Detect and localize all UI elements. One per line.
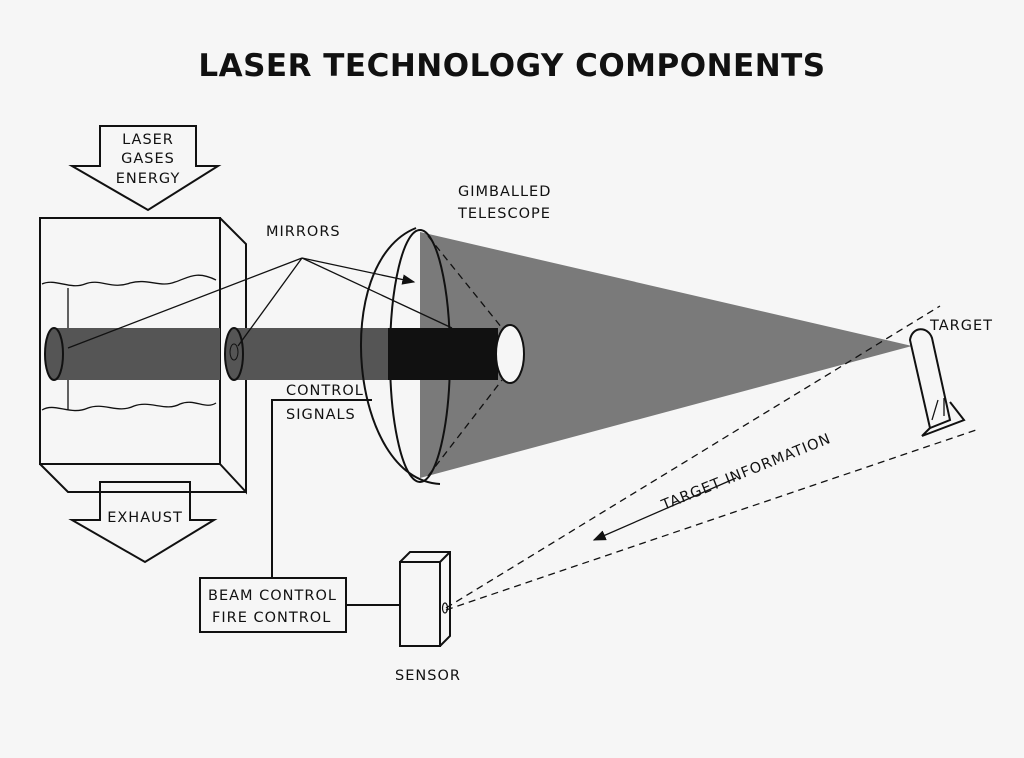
control-signals: CONTROL SIGNALS [271,383,372,578]
gimballed-telescope [360,227,525,485]
fire-control-label: FIRE CONTROL [212,610,331,626]
input-arrow-label-3: ENERGY [116,171,181,187]
telescope-beam-cone [420,232,912,478]
target-missile: TARGET [908,318,993,437]
exhaust-label: EXHAUST [107,510,183,526]
telescope-label-1: GIMBALLED [458,184,551,200]
telescope-label-2: TELESCOPE [457,206,551,222]
sensor-box: SENSOR [395,551,461,684]
input-arrow-label-1: LASER [122,132,174,148]
mirrors-label: MIRRORS [266,224,341,240]
control-signals-label-2: SIGNALS [286,407,356,423]
target-label: TARGET [929,318,993,334]
target-information-label: TARGET INFORMATION [659,431,834,514]
beam-fire-control-box: BEAM CONTROL FIRE CONTROL [199,577,400,633]
input-arrow-label-2: GASES [121,151,175,167]
diagram-title: LASER TECHNOLOGY COMPONENTS [198,48,825,84]
control-signals-label-1: CONTROL [286,383,364,399]
mirrors-leaders: MIRRORS [67,224,453,349]
exhaust-arrow: EXHAUST [68,481,218,564]
sensor-label: SENSOR [395,668,461,684]
beam-control-label: BEAM CONTROL [208,588,337,604]
laser-beam [44,327,410,381]
input-arrow: LASER GASES ENERGY [68,125,222,212]
